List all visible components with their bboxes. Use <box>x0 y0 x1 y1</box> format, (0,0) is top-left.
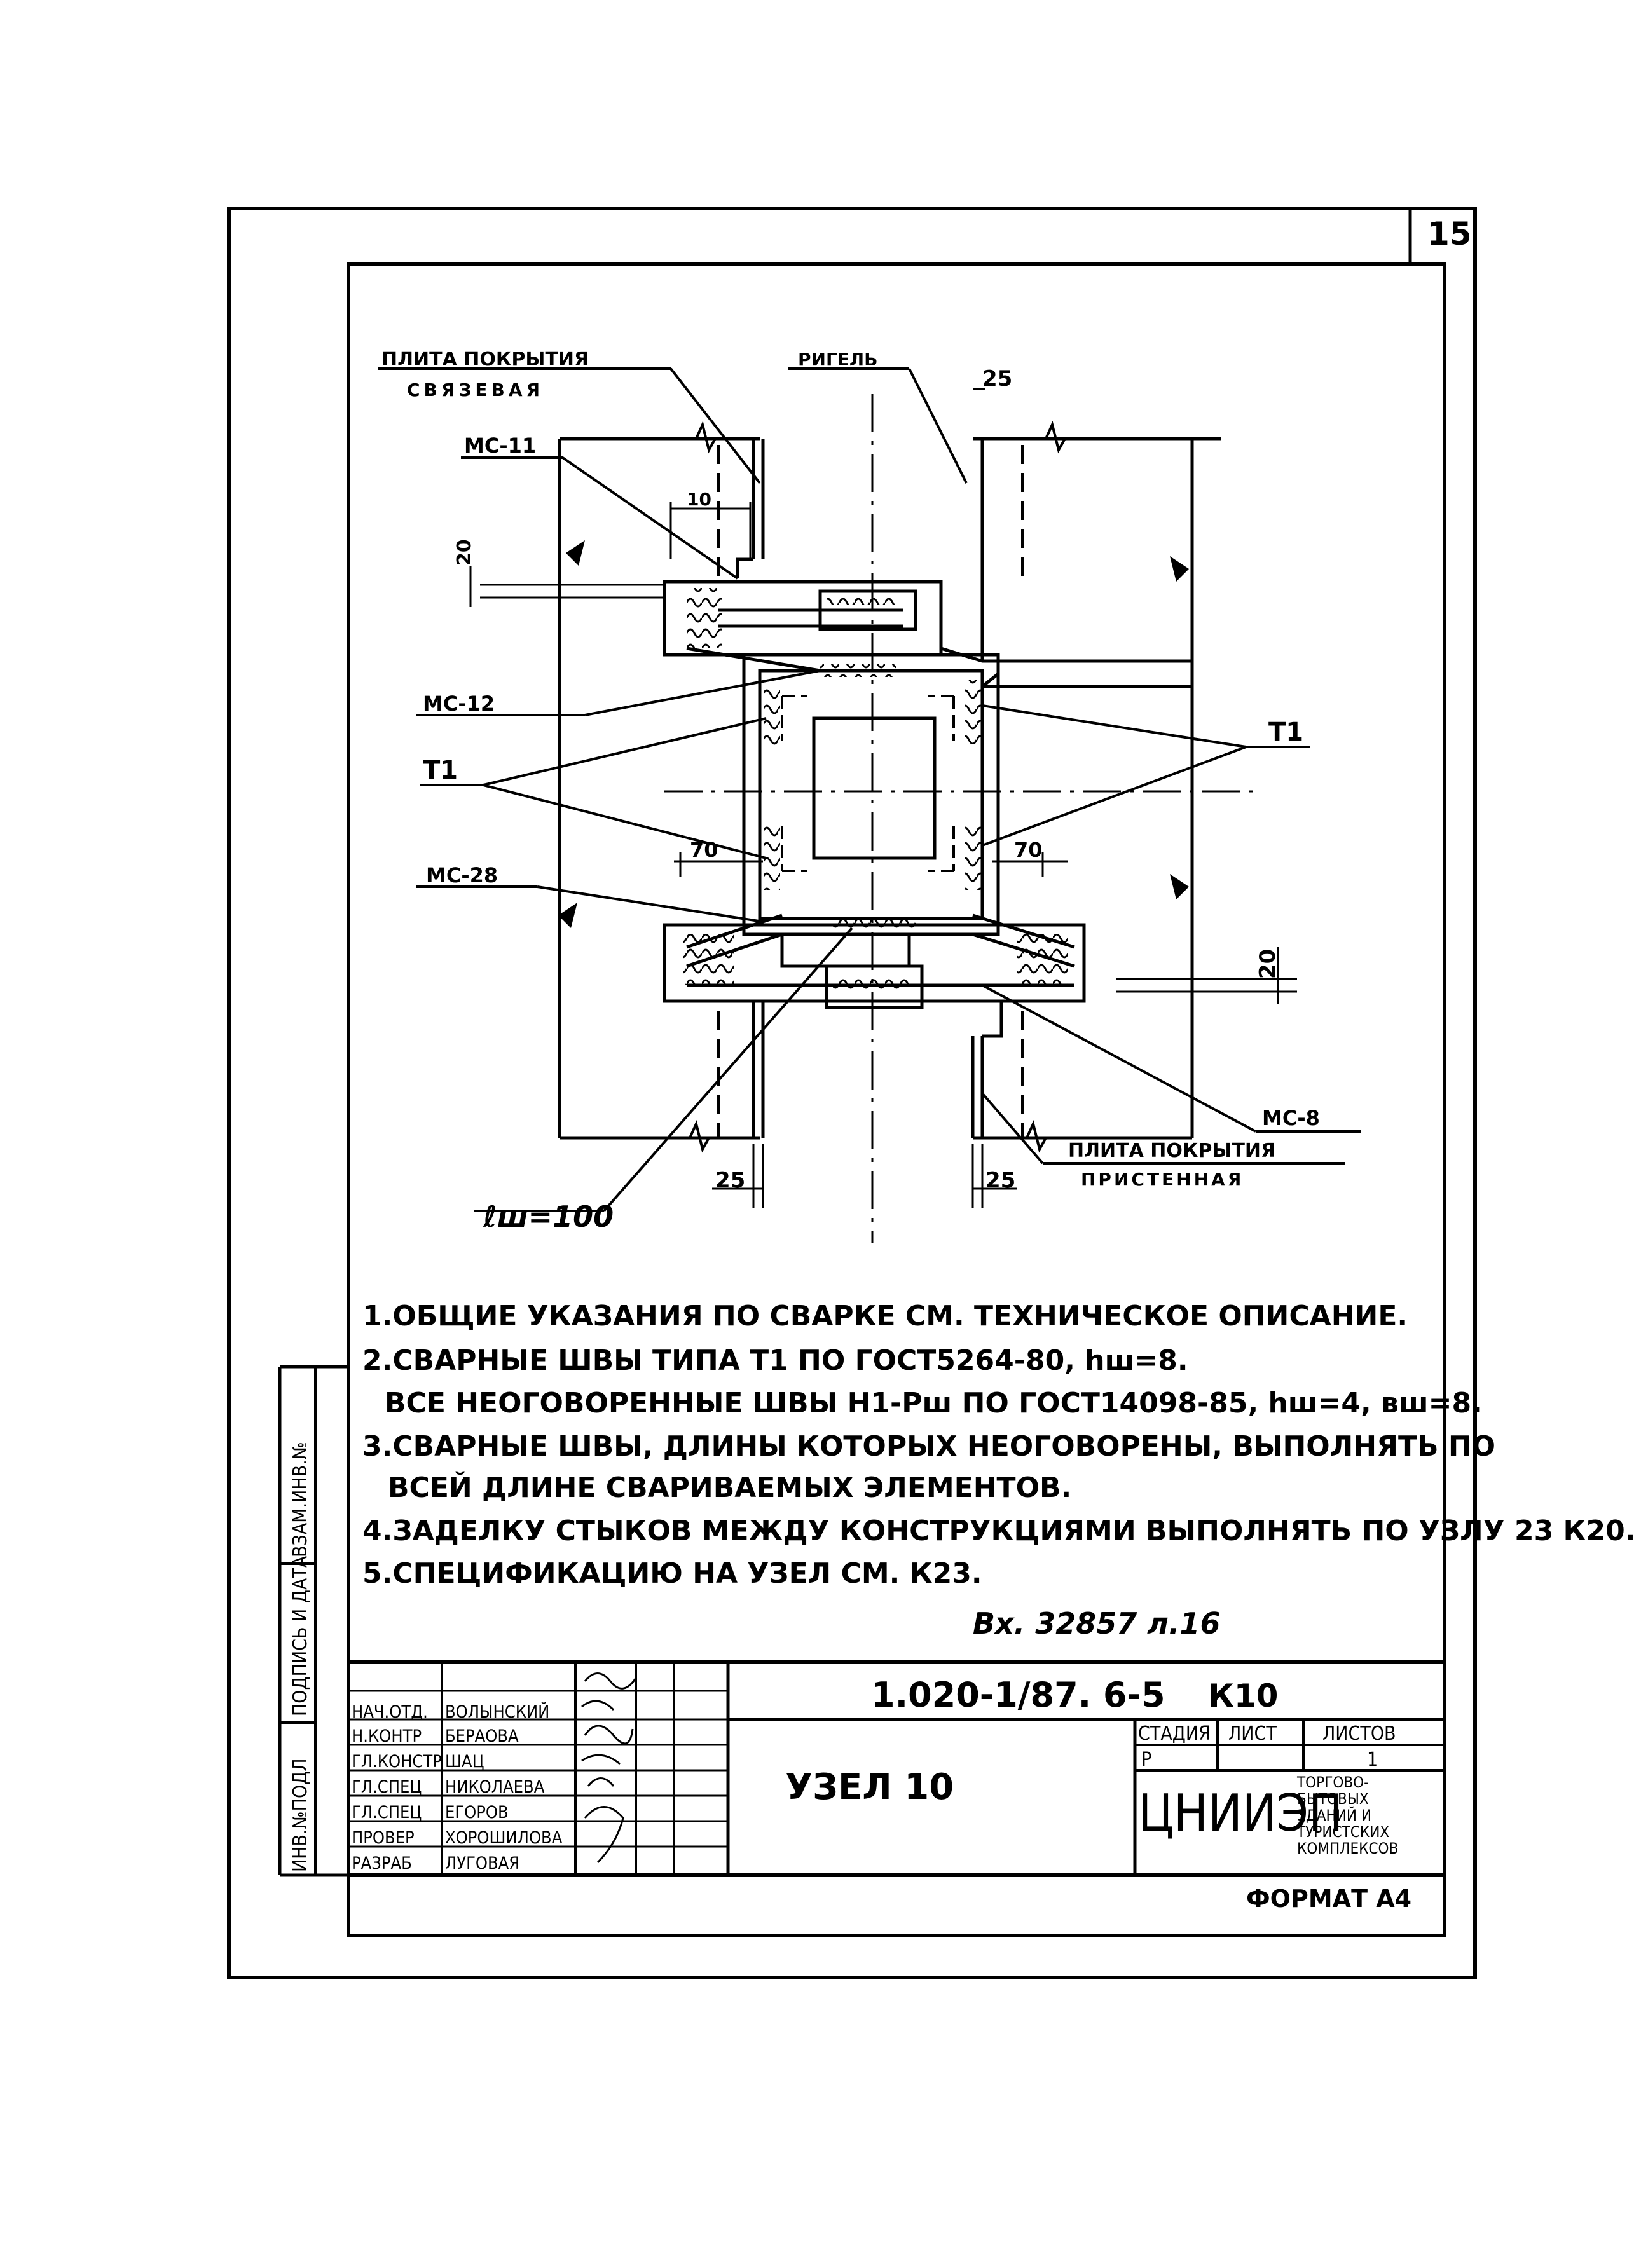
note-5: 5.СПЕЦИФИКАЦИЮ НА УЗЕЛ СМ. К23. <box>362 1557 982 1590</box>
org-sub-4: КОМПЛЕКСОВ <box>1297 1840 1398 1857</box>
label-plate-bracing-sub: СВЯЗЕВАЯ <box>407 379 544 400</box>
note-4: 4.ЗАДЕЛКУ СТЫКОВ МЕЖДУ КОНСТРУКЦИЯМИ ВЫП… <box>362 1515 1634 1547</box>
role-2: ГЛ.КОНСТР <box>352 1752 442 1772</box>
inv-ref: Вх. 32857 л.16 <box>973 1606 1220 1641</box>
name-6: ЛУГОВАЯ <box>445 1854 519 1873</box>
stamp-inv-no: ИНВ.№ПОДЛ <box>289 1758 312 1872</box>
org-sub-0: ТОРГОВО- <box>1296 1773 1369 1791</box>
stage-header: СТАДИЯ <box>1138 1723 1211 1745</box>
note-2: 2.СВАРНЫЕ ШВЫ ТИПА Т1 ПО ГОСТ5264-80, hш… <box>362 1344 1188 1377</box>
label-mc11: МС-11 <box>464 434 536 458</box>
label-mc12: МС-12 <box>423 692 495 716</box>
format-label: ФОРМАТ А4 <box>1246 1885 1411 1913</box>
name-0: ВОЛЫНСКИЙ <box>445 1702 549 1722</box>
role-3: ГЛ.СПЕЦ <box>352 1777 422 1797</box>
label-plate-wall-sub: ПРИСТЕННАЯ <box>1081 1169 1244 1190</box>
sheets-value: 1 <box>1367 1749 1378 1771</box>
label-t1-right: Т1 <box>1268 718 1303 747</box>
name-5: ХОРОШИЛОВА <box>445 1828 563 1848</box>
side-stamp: ИНВ.№ПОДЛ ПОДПИСЬ И ДАТА ВЗАМ.ИНВ.№ <box>278 1365 348 1877</box>
dim-25-top: 25 <box>982 366 1012 392</box>
name-1: БЕРАОВА <box>445 1726 519 1746</box>
sheet-number-box: 15 <box>1408 208 1472 264</box>
org-sub-2: ЗДАНИЙ И <box>1297 1806 1371 1824</box>
sheet-header: ЛИСТ <box>1228 1723 1277 1745</box>
dim-20-right: 20 <box>1255 949 1280 979</box>
label-plate-bracing: ПЛИТА ПОКРЫТИЯ <box>381 348 589 371</box>
label-mc8: МС-8 <box>1262 1106 1320 1130</box>
outer-frame <box>227 207 1477 1979</box>
note-3: 3.СВАРНЫЕ ШВЫ, ДЛИНЫ КОТОРЫХ НЕОГОВОРЕНЫ… <box>362 1430 1495 1463</box>
stamp-replace-inv: ВЗАМ.ИНВ.№ <box>289 1442 312 1557</box>
drawing-labels: ПЛИТА ПОКРЫТИЯ СВЯЗЕВАЯ РИГЕЛЬ 25 МС-11 … <box>381 348 1320 1234</box>
title-block <box>348 1660 1445 1877</box>
label-mc28: МС-28 <box>426 863 498 887</box>
dim-10: 10 <box>687 489 711 510</box>
note-1: 1.ОБЩИЕ УКАЗАНИЯ ПО СВАРКЕ СМ. ТЕХНИЧЕСК… <box>362 1300 1408 1332</box>
label-plate-wall: ПЛИТА ПОКРЫТИЯ <box>1068 1140 1275 1162</box>
inner-frame <box>347 262 1446 1937</box>
note-3b: ВСЕЙ ДЛИНЕ СВАРИВАЕМЫХ ЭЛЕМЕНТОВ. <box>388 1470 1071 1504</box>
sheet-number: 15 <box>1427 215 1472 252</box>
role-4: ГЛ.СПЕЦ <box>352 1803 422 1822</box>
label-crossbar: РИГЕЛЬ <box>798 349 878 370</box>
dim-25-bl: 25 <box>715 1168 745 1193</box>
note-2b: ВСЕ НЕОГОВОРЕННЫЕ ШВЫ Н1-Рш ПО ГОСТ14098… <box>385 1387 1482 1419</box>
sheets-header: ЛИСТОВ <box>1322 1723 1396 1745</box>
name-4: ЕГОРОВ <box>445 1803 509 1822</box>
org-name: ЦНИИЭП <box>1138 1784 1343 1843</box>
role-1: Н.КОНТР <box>352 1726 422 1746</box>
name-3: НИКОЛАЕВА <box>445 1777 545 1797</box>
role-0: НАЧ.ОТД. <box>352 1702 428 1722</box>
org-sub-3: ТУРИСТСКИХ <box>1296 1823 1389 1841</box>
label-weld-len: ℓш=100 <box>483 1199 614 1234</box>
dim-70-left: 70 <box>690 838 718 862</box>
stamp-signature-date: ПОДПИСЬ И ДАТА <box>289 1555 312 1716</box>
role-5: ПРОВЕР <box>352 1828 415 1848</box>
node-drawing <box>378 367 1361 1243</box>
name-2: ШАЦ <box>445 1752 484 1772</box>
stage-value: Р <box>1141 1749 1151 1771</box>
label-t1-left: Т1 <box>423 756 458 785</box>
dim-20-left: 20 <box>453 539 476 566</box>
title-block-text: НАЧ.ОТД. ВОЛЫНСКИЙ Н.КОНТР БЕРАОВА ГЛ.КО… <box>352 1675 1398 1873</box>
dim-25-br: 25 <box>985 1168 1015 1193</box>
org-sub-1: БЫТОВЫХ <box>1297 1790 1369 1808</box>
dim-70-right: 70 <box>1014 838 1043 862</box>
node-title: УЗЕЛ 10 <box>785 1766 954 1808</box>
general-notes: 1.ОБЩИЕ УКАЗАНИЯ ПО СВАРКЕ СМ. ТЕХНИЧЕСК… <box>362 1300 1634 1590</box>
role-6: РАЗРАБ <box>352 1854 412 1873</box>
doc-sheet: К10 <box>1208 1677 1278 1714</box>
doc-code: 1.020-1/87. 6-5 <box>871 1675 1165 1715</box>
